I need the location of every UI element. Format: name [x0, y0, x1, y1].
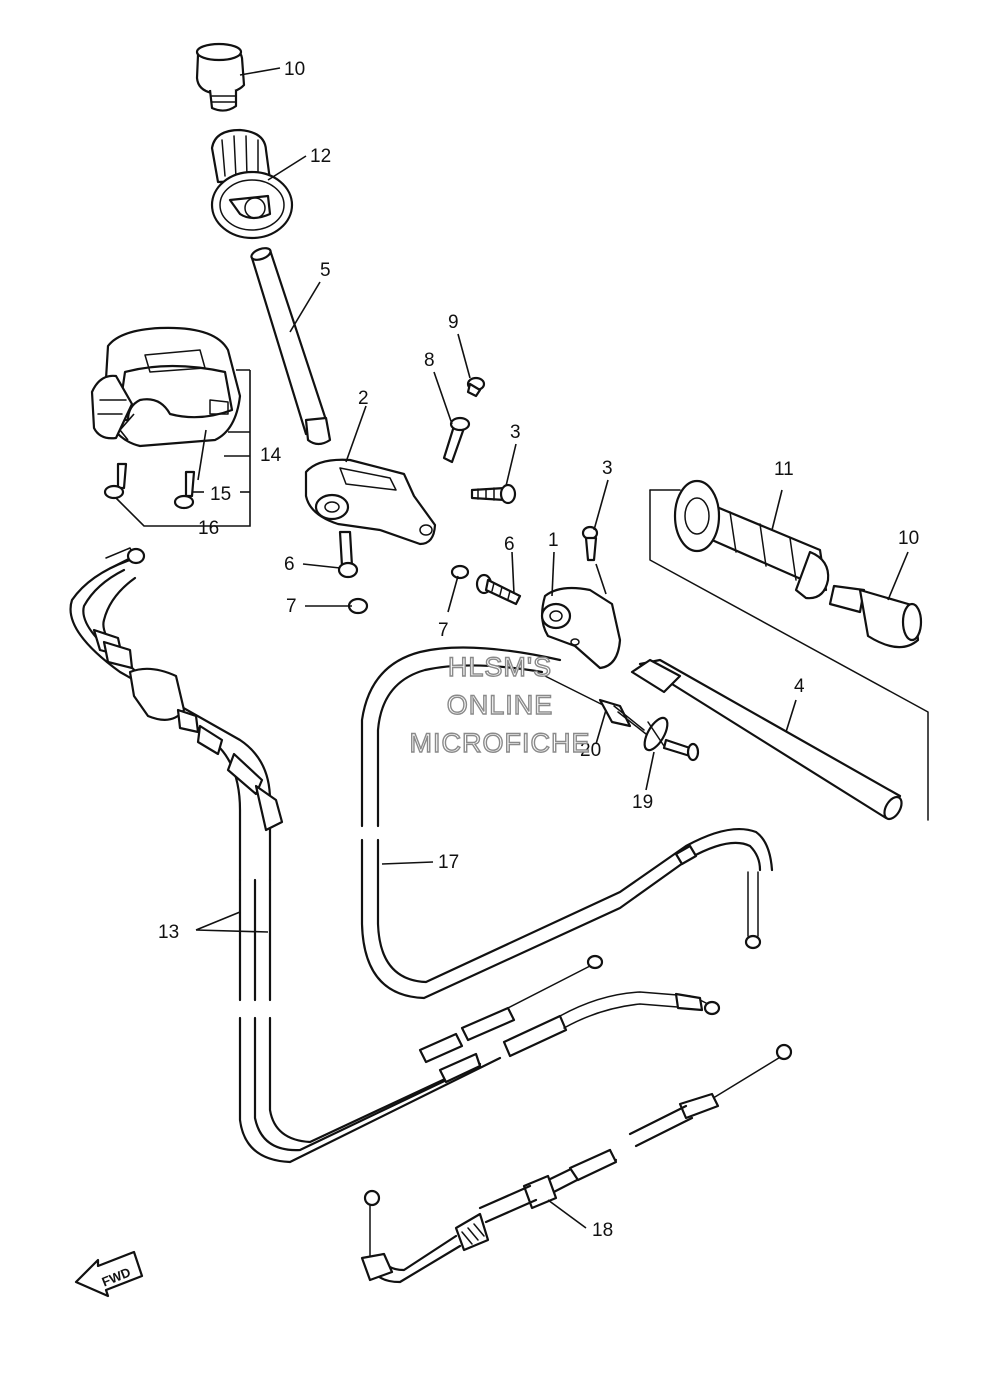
callout-18: 18 [592, 1220, 613, 1241]
part-15-16-screws [103, 462, 196, 510]
part-1-holder [540, 586, 622, 670]
callout-13: 13 [158, 922, 179, 943]
callout-20: 20 [580, 740, 601, 761]
callout-14: 14 [260, 445, 282, 466]
part-3-screw-left [470, 483, 517, 505]
watermark: HLSM'S ONLINE MICROFICHE [409, 651, 591, 758]
callout-10-lower: 10 [898, 528, 919, 549]
callout-9: 9 [448, 312, 459, 333]
callout-3-left: 3 [510, 422, 521, 443]
callout-labels: 10 12 5 9 8 2 3 3 11 10 6 1 6 7 7 14 15 … [158, 59, 919, 1241]
part-2-throttle-housing [304, 458, 437, 546]
part-19-locknut [643, 716, 700, 762]
watermark-line-2: ONLINE [447, 690, 554, 720]
part-17-clutch-cable [360, 646, 774, 1000]
part-3-screw-right [581, 525, 599, 562]
watermark-line-3: MICROFICHE [410, 728, 591, 758]
callout-16: 16 [198, 518, 219, 539]
part-14-switch-housing [90, 326, 242, 448]
callout-3-right: 3 [602, 458, 613, 479]
callout-2: 2 [358, 388, 369, 409]
callout-15: 15 [210, 484, 231, 505]
callout-10-upper: 10 [284, 59, 305, 80]
callout-6-right: 6 [504, 534, 515, 555]
part-6-screw-right [475, 573, 522, 606]
part-10-bar-end-upper [195, 42, 246, 112]
watermark-line-1: HLSM'S [448, 652, 552, 682]
callout-12: 12 [310, 146, 331, 167]
part-18-lower-cable [360, 1043, 793, 1284]
part-4-handlebar [630, 658, 903, 821]
part-6-screw-left [337, 530, 359, 579]
callout-7-left: 7 [286, 596, 297, 617]
part-7-nut-right [450, 564, 470, 580]
part-20-adjuster [544, 675, 647, 735]
part-13-throttle-cables [69, 547, 721, 1164]
part-12-throttle-grip [210, 128, 294, 240]
callout-8: 8 [424, 350, 435, 371]
callout-4: 4 [794, 676, 805, 697]
callout-1: 1 [548, 530, 559, 551]
callout-6-left: 6 [284, 554, 295, 575]
part-8-screw [442, 416, 471, 464]
part-11-grip-assembly-box [649, 489, 929, 821]
leader-lines [115, 67, 909, 1229]
part-5-throttle-pipe [250, 247, 332, 446]
callout-19: 19 [632, 792, 653, 813]
part-9-screw [466, 376, 486, 398]
fwd-direction-arrow: FWD [74, 1250, 144, 1298]
callout-17: 17 [438, 852, 459, 873]
part-11-left-grip [673, 479, 830, 600]
callout-7-right: 7 [438, 620, 449, 641]
part-10-bar-end-lower [828, 584, 923, 649]
callout-5: 5 [320, 260, 331, 281]
callout-11: 11 [774, 459, 794, 480]
